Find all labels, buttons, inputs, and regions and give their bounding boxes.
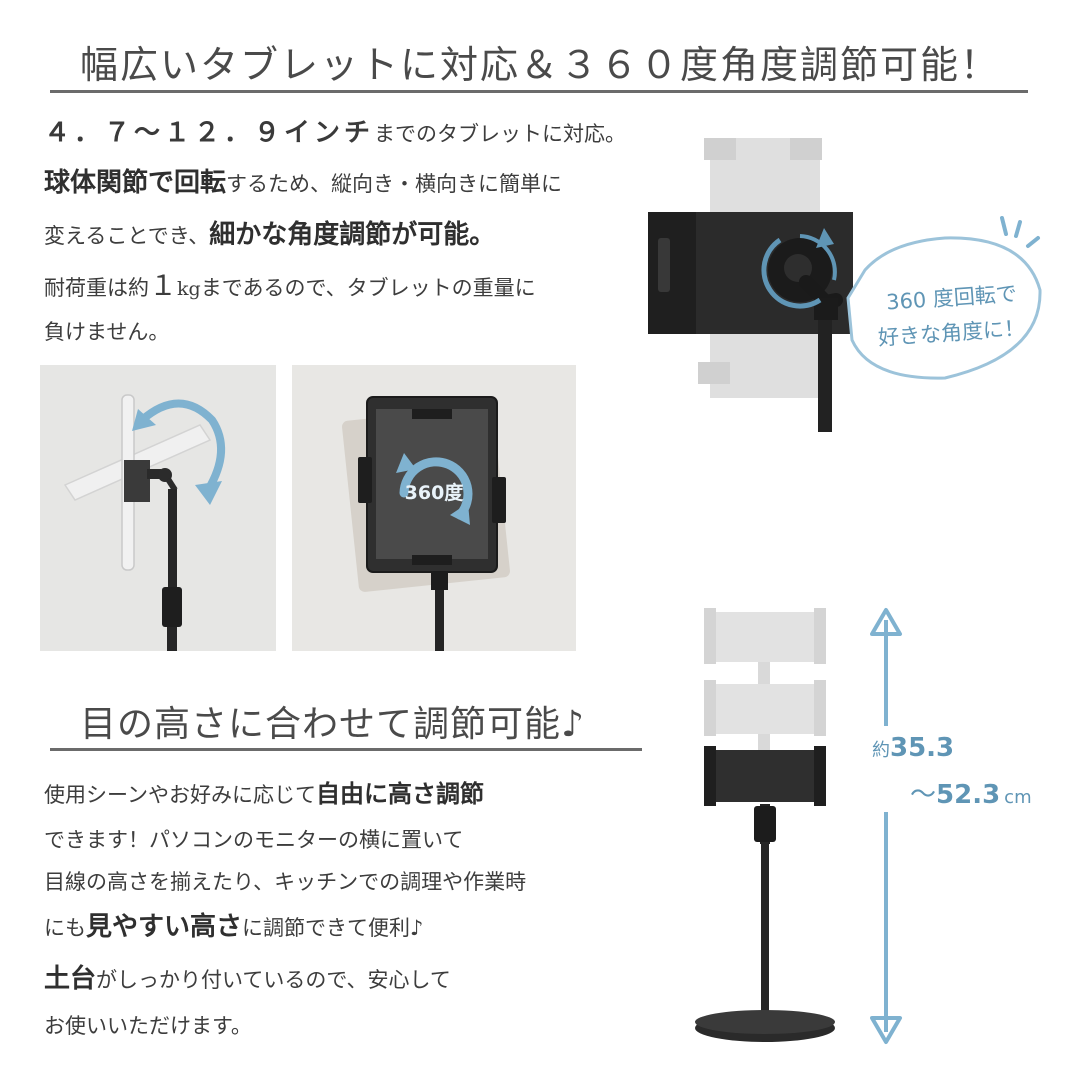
height-1a: 使用シーンやお好みに応じて [44, 783, 316, 807]
section1-title: 幅広いタブレットに対応＆３６０度角度調節可能！ [80, 43, 1001, 87]
holder-closeup: 360 度回転で 好きな角度に！ [640, 130, 1060, 440]
load-line2: 負けません。 [44, 320, 170, 344]
height-4-bold: 見やすい高さ [86, 912, 243, 942]
section2-title: 目の高さに合わせて調節可能♪ [80, 704, 585, 745]
section1-divider [50, 90, 1028, 93]
rotation-side-photo [40, 365, 276, 651]
section2-divider [50, 748, 642, 751]
load-num: １ [149, 269, 178, 302]
spec-line: ４．７～１２．９インチまでのタブレットに対応。 [44, 112, 626, 149]
height-line-5: 土台がしっかり付いているので、安心して [44, 958, 451, 995]
height-4a: にも [44, 916, 86, 940]
height-stand-image [690, 600, 870, 1052]
height-line-2: できます！パソコンのモニターの横に置いて [44, 828, 464, 852]
load-line: 耐荷重は約１kgまであるので、タブレットの重量に [44, 264, 536, 304]
height-1-bold: 自由に高さ調節 [315, 780, 484, 808]
rotation-front-photo: 360度 [292, 365, 576, 651]
load-b: まであるので、タブレットの重量に [200, 276, 536, 300]
height-line-3: 目線の高さを揃えたり、キッチンでの調理や作業時 [44, 870, 527, 894]
height-min: 35.3 [890, 733, 955, 763]
height-range-arrow [868, 606, 904, 1046]
height-line-4: にも見やすい高さに調節できて便利♪ [44, 906, 423, 943]
load-a: 耐荷重は約 [44, 276, 149, 300]
rotate-rest: するため、縦向き・横向きに簡単に [226, 172, 563, 196]
load-unit: kg [177, 278, 201, 300]
rotate-bold: 球体関節で回転 [44, 168, 227, 198]
rotate-line: 球体関節で回転するため、縦向き・横向きに簡単に [44, 162, 562, 199]
height-tilde: ～ [910, 780, 937, 810]
height-max: 52.3 [936, 780, 1001, 810]
height-line-6: お使いいただけます。 [44, 1014, 252, 1038]
height-min-label: 約35.3 [872, 733, 954, 763]
angle-line: 変えることでき、細かな角度調節が可能。 [44, 214, 495, 251]
angle-a: 変えることでき、 [44, 224, 210, 248]
height-unit: cm [1004, 787, 1032, 808]
height-4b: に調節できて便利♪ [242, 916, 424, 940]
spec-size: ４．７～１２．９インチ [44, 118, 375, 148]
height-5-rest: がしっかり付いているので、安心して [96, 968, 451, 992]
height-prefix: 約 [872, 740, 890, 761]
spec-rest: までのタブレットに対応。 [374, 122, 627, 146]
badge-360-text: 360度 [405, 481, 465, 504]
height-5-bold: 土台 [44, 964, 97, 994]
angle-bold: 細かな角度調節が可能。 [209, 220, 496, 250]
height-line-1: 使用シーンやお好みに応じて自由に高さ調節 [44, 774, 484, 809]
